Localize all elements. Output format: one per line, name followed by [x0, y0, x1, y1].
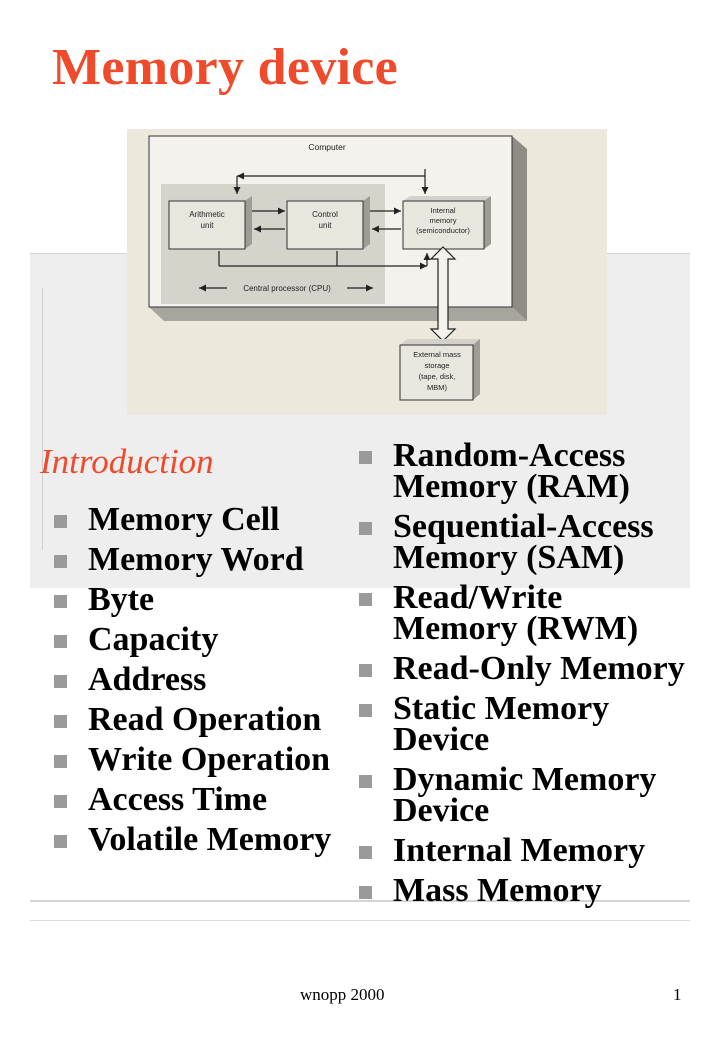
square-bullet-icon [359, 775, 372, 788]
list-item: Memory Word [54, 541, 333, 578]
list-item-label: Mass Memory [393, 872, 602, 909]
list-item: Capacity [54, 621, 333, 658]
list-item: Volatile Memory [54, 821, 333, 858]
square-bullet-icon [359, 886, 372, 899]
cpu-label: Central processor (CPU) [243, 284, 331, 293]
list-item-label: Access Time [88, 781, 268, 818]
square-bullet-icon [54, 755, 67, 768]
square-bullet-icon [359, 522, 372, 535]
list-item-label: Write Operation [88, 741, 331, 778]
list-item-label: Random-Access Memory (RAM) [393, 437, 630, 505]
list-item-label: Memory Cell [88, 501, 280, 538]
background-rule [42, 288, 43, 550]
square-bullet-icon [359, 593, 372, 606]
list-item: Read/Write Memory (RWM) [359, 579, 693, 647]
external-label-1: External mass [413, 350, 461, 359]
square-bullet-icon [359, 664, 372, 677]
list-item: Static Memory Device [359, 690, 693, 758]
list-item: Internal Memory [359, 832, 693, 869]
control-label-1: Control [312, 210, 338, 219]
list-item-label: Internal Memory [393, 832, 646, 869]
list-item-label: Byte [88, 581, 155, 618]
square-bullet-icon [54, 635, 67, 648]
square-bullet-icon [359, 846, 372, 859]
arithmetic-label-1: Arithmetic [189, 210, 225, 219]
list-item-label: Static Memory Device [393, 690, 610, 758]
control-unit-box [286, 200, 364, 250]
footer-text: wnopp 2000 [300, 985, 385, 1004]
computer-box-side [512, 136, 527, 321]
list-item: Read-Only Memory [359, 650, 693, 687]
list-item: Byte [54, 581, 333, 618]
list-item: Mass Memory [359, 872, 693, 909]
background-rule [30, 900, 690, 902]
list-item: Dynamic Memory Device [359, 761, 693, 829]
square-bullet-icon [54, 595, 67, 608]
right-bullet-list: Random-Access Memory (RAM) Sequential-Ac… [359, 437, 693, 915]
internal-memory-box [402, 200, 485, 250]
square-bullet-icon [359, 451, 372, 464]
internal-label-1: Internal [430, 206, 455, 215]
internal-label-2: memory [429, 216, 456, 225]
list-item: Sequential-Access Memory (SAM) [359, 508, 693, 576]
page-number: 1 [673, 985, 682, 1004]
list-item-label: Read-Only Memory [393, 650, 685, 687]
square-bullet-icon [54, 515, 67, 528]
list-item-label: Address [88, 661, 207, 698]
list-item: Memory Cell [54, 501, 333, 538]
slide-footer: wnopp 2000 1 [0, 985, 720, 1009]
list-item: Address [54, 661, 333, 698]
list-item-label: Read Operation [88, 701, 322, 738]
external-label-2: storage [424, 361, 449, 370]
list-item-label: Capacity [88, 621, 219, 658]
section-heading: Introduction [40, 442, 214, 481]
list-item: Random-Access Memory (RAM) [359, 437, 693, 505]
left-bullet-list: Memory Cell Memory Word Byte Capacity Ad… [54, 501, 333, 864]
control-label-2: unit [319, 221, 333, 230]
list-item: Write Operation [54, 741, 333, 778]
computer-architecture-diagram: Computer Arithmetic unit Control unit In… [127, 129, 607, 415]
slide-title: Memory device [52, 39, 399, 96]
arithmetic-unit-box [168, 200, 246, 250]
external-label-3: (tape, disk, [419, 372, 456, 381]
internal-label-3: (semiconductor) [416, 226, 470, 235]
square-bullet-icon [54, 835, 67, 848]
square-bullet-icon [54, 555, 67, 568]
square-bullet-icon [359, 704, 372, 717]
arithmetic-label-2: unit [201, 221, 215, 230]
list-item-label: Sequential-Access Memory (SAM) [393, 508, 654, 576]
square-bullet-icon [54, 715, 67, 728]
list-item-label: Read/Write Memory (RWM) [393, 579, 639, 647]
list-item-label: Memory Word [88, 541, 304, 578]
external-label-4: MBM) [427, 383, 447, 392]
external-storage-box [399, 344, 474, 401]
background-rule [30, 920, 690, 921]
list-item: Read Operation [54, 701, 333, 738]
square-bullet-icon [54, 675, 67, 688]
square-bullet-icon [54, 795, 67, 808]
list-item: Access Time [54, 781, 333, 818]
list-item-label: Volatile Memory [88, 821, 332, 858]
computer-box-bottom [149, 307, 527, 321]
list-item-label: Dynamic Memory Device [393, 761, 657, 829]
computer-label: Computer [308, 142, 345, 152]
